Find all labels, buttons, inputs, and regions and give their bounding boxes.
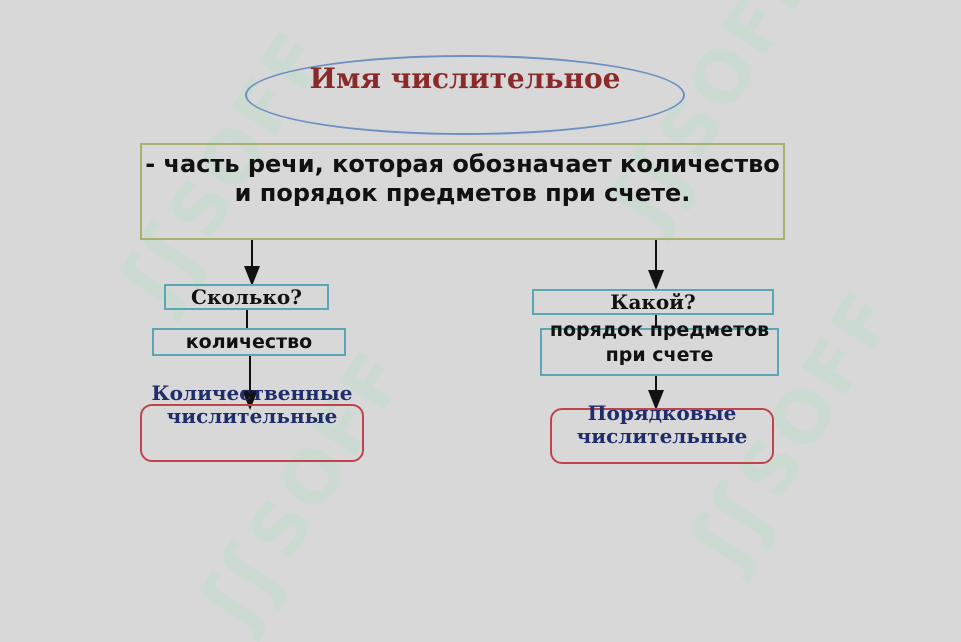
right-meaning: порядок предметов при счете — [549, 319, 770, 366]
title-ellipse — [245, 55, 685, 135]
left-question: Сколько? — [191, 285, 302, 309]
left-result: Количественные числительные — [151, 381, 353, 428]
left-meaning-box — [152, 328, 346, 356]
right-result-box — [550, 408, 774, 464]
right-question: Какой? — [610, 290, 696, 314]
definition-box — [140, 143, 785, 240]
right-meaning-box — [540, 328, 779, 376]
left-question-box — [164, 284, 329, 310]
left-result-box — [140, 404, 364, 462]
left-meaning: количество — [185, 331, 313, 353]
connectors — [242, 240, 664, 410]
right-question-box — [532, 289, 774, 315]
diagram-title: Имя числительное — [309, 62, 621, 95]
definition-text: - часть речи, которая обозначает количес… — [145, 150, 780, 207]
right-result: Порядковые числительные — [576, 401, 748, 448]
